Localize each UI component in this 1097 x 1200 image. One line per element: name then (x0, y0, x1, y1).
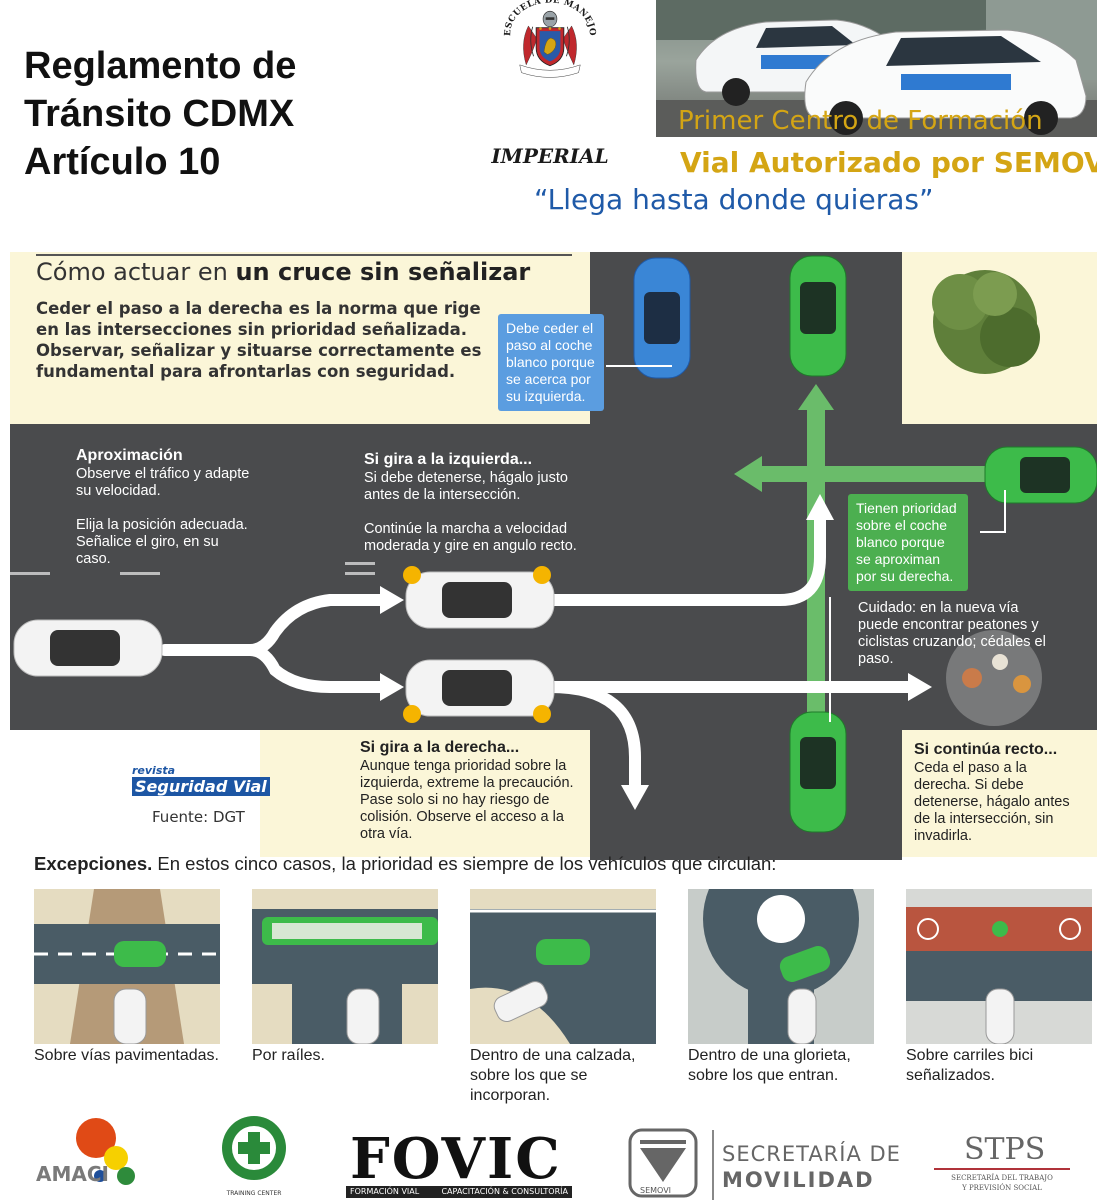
exceptions-heading-rest: En estos cinco casos, la prioridad es si… (152, 853, 777, 874)
stps-subtitle-1: SECRETARÍA DEL TRABAJO (951, 1174, 1053, 1182)
roundabout-scene (688, 889, 874, 1044)
white-car-approach (13, 619, 163, 677)
pedestrians-icon (946, 630, 1042, 726)
page-title: Reglamento de Tránsito CDMX Artículo 10 (24, 42, 354, 186)
title-line-1: Reglamento de (24, 45, 297, 87)
exception-image-paved-road (34, 889, 220, 1044)
green-cars-callout: Tienen prioridad sobre el coche blanco p… (848, 494, 968, 591)
exception-image-rails (252, 889, 438, 1044)
crest-ribbon-text: IMPERIAL (491, 144, 609, 168)
amaci-logo-graphic (76, 1118, 135, 1185)
school-cars-photo (656, 0, 1097, 137)
fovic-wordmark: FOVIC (350, 1126, 562, 1192)
exception-caption-4: Dentro de una glorieta, sobre los que en… (688, 1047, 851, 1084)
bike-lane-scene (906, 889, 1092, 1044)
straight-block: Si continúa recto... Ceda el paso a la d… (914, 740, 1084, 845)
approach-text-1: Observe el tráfico y adapte su velocidad… (76, 466, 250, 499)
fovic-tagline-left: FORMACIÓN VIAL (350, 1187, 420, 1196)
semovi-emblem (628, 1128, 698, 1198)
fovic-logo: FOVIC FORMACIÓN VIAL CAPACITACIÓN & CONS… (346, 1112, 576, 1200)
photo-caption-line-1: Primer Centro de Formación (678, 106, 1043, 136)
national-safety-council-logo: TRAINING CENTER (214, 1112, 294, 1200)
title-line-2: Tránsito CDMX (24, 93, 295, 135)
approach-block: Aproximación Observe el tráfico y adapte… (76, 446, 256, 568)
straight-heading: Si continúa recto... (914, 741, 1058, 758)
nsc-subtitle: TRAINING CENTER (226, 1190, 282, 1197)
fovic-tagline-right: CAPACITACIÓN & CONSULTORÍA (441, 1187, 568, 1196)
semovi-divider (712, 1130, 714, 1200)
blue-car-callout: Debe ceder el paso al coche blanco porqu… (498, 314, 604, 411)
stps-rule (934, 1168, 1070, 1170)
blue-car (633, 257, 691, 379)
revista-seguridad-vial-logo: revista Seguridad Vial (132, 764, 270, 797)
tree-icon (932, 270, 1040, 374)
intersection-infographic: Cómo actuar en un cruce sin señalizar Ce… (10, 232, 1097, 860)
exception-caption-5: Sobre carriles bici señalizados. (906, 1047, 1034, 1084)
cars-photo-graphic (656, 0, 1097, 137)
exceptions-heading: Excepciones. En estos cinco casos, la pr… (34, 853, 776, 875)
left-turn-block: Si gira a la izquierda... Si debe detene… (364, 450, 584, 555)
straight-text: Ceda el paso a la derecha. Si debe deten… (914, 760, 1070, 844)
exception-image-bike-lane (906, 889, 1092, 1044)
right-turn-heading: Si gira a la derecha... (360, 739, 520, 756)
merging-lane-scene (470, 889, 656, 1044)
infographic-title-bold: un cruce sin señalizar (235, 258, 531, 286)
white-car-right-turn (403, 659, 555, 723)
crest-graphic: ESCUELA DE MANEJO (503, 0, 597, 78)
rails-scene (252, 889, 438, 1044)
title-line-3: Artículo 10 (24, 141, 221, 183)
seguridad-vial-label: Seguridad Vial (132, 777, 270, 796)
paved-road-scene (34, 889, 220, 1044)
heading-rule (36, 254, 572, 256)
white-car-left-turn (403, 566, 555, 629)
exceptions-heading-bold: Excepciones. (34, 853, 153, 874)
amaci-wordmark: AMACI (36, 1162, 109, 1186)
exception-caption-1: Sobre vías pavimentadas. (34, 1047, 219, 1064)
exception-caption-2: Por raíles. (252, 1047, 325, 1064)
nsc-logo-graphic (222, 1116, 286, 1180)
approach-heading: Aproximación (76, 447, 183, 464)
green-car-right (984, 446, 1097, 504)
semovi-line-1: SECRETARÍA DE (722, 1142, 901, 1166)
right-turn-text: Aunque tenga prioridad sobre la izquierd… (360, 758, 574, 842)
infographic-title-light: Cómo actuar en (36, 258, 236, 286)
caution-text: Cuidado: en la nueva vía puede encontrar… (858, 600, 1046, 667)
left-turn-heading: Si gira a la izquierda... (364, 451, 533, 468)
semovi-line-2: MOVILIDAD (722, 1168, 875, 1192)
right-turn-block: Si gira a la derecha... Aunque tenga pri… (360, 738, 580, 843)
stps-logo: STPS SECRETARÍA DEL TRABAJO Y PREVISIÓN … (934, 1112, 1070, 1200)
driving-school-crest-logo: ESCUELA DE MANEJO IMPERIAL (440, 0, 660, 185)
fovic-tagline: FORMACIÓN VIAL CAPACITACIÓN & CONSULTORÍ… (346, 1186, 572, 1198)
approach-text-2: Elija la posición adecuada. Señalice el … (76, 517, 248, 567)
exception-image-merging-lane (470, 889, 656, 1044)
slogan: “Llega hasta donde quieras” (534, 183, 934, 216)
infographic-intro: Ceder el paso a la derecha es la norma q… (36, 299, 482, 381)
exception-image-roundabout (688, 889, 874, 1044)
exception-caption-3: Dentro de una calzada, sobre los que se … (470, 1047, 636, 1104)
source-credit: Fuente: DGT (152, 808, 245, 826)
photo-caption-line-2: Vial Autorizado por SEMOVI (680, 146, 1097, 179)
amaci-logo: AMACI (34, 1112, 146, 1200)
left-turn-text-2: Continúe la marcha a velocidad moderada … (364, 521, 577, 554)
green-car-bottom (789, 711, 847, 833)
semovi-logo: SEMOVI SECRETARÍA DE MOVILIDAD (626, 1112, 906, 1200)
green-car-top (789, 255, 847, 377)
infographic-title: Cómo actuar en un cruce sin señalizar (36, 258, 530, 286)
stps-subtitle-2: Y PREVISIÓN SOCIAL (962, 1184, 1042, 1192)
semovi-small-label: SEMOVI (640, 1186, 672, 1195)
stps-wordmark: STPS (964, 1132, 1046, 1167)
left-turn-text-1: Si debe detenerse, hágalo justo antes de… (364, 470, 568, 503)
revista-label: revista (132, 764, 176, 777)
